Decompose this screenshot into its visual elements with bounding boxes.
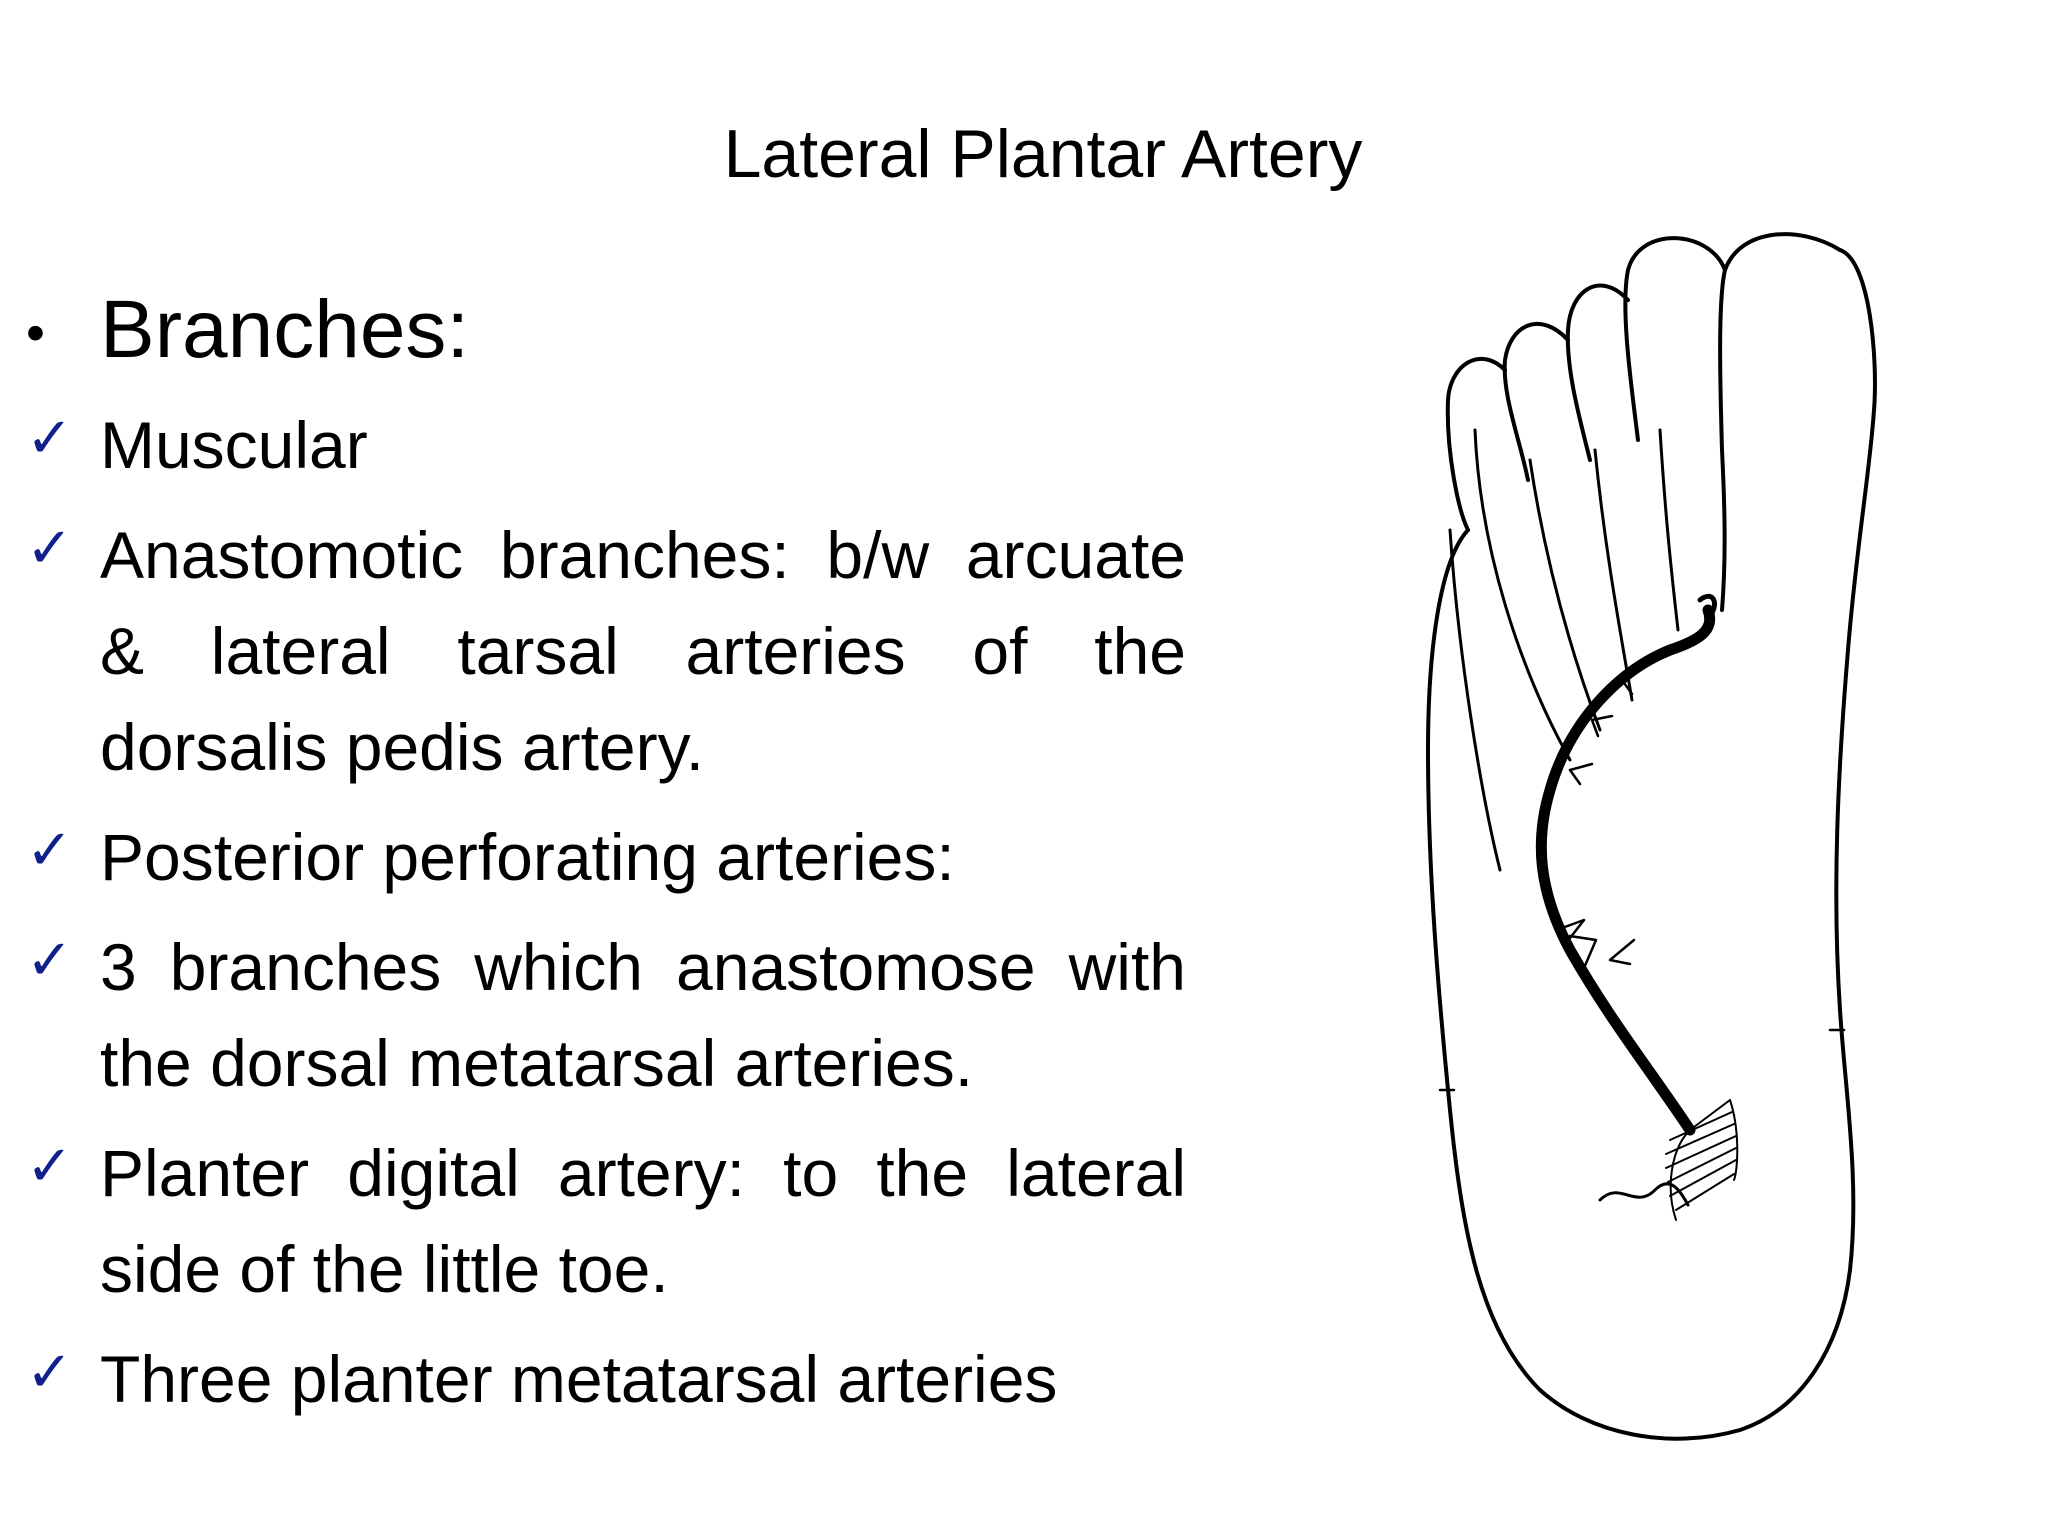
artery-loop bbox=[1697, 593, 1717, 619]
list-item-metatarsal-arteries: ✓ Three planter metatarsal arteries bbox=[26, 1331, 1186, 1427]
checkmark-icon: ✓ bbox=[26, 1134, 73, 1199]
second-toe-outline bbox=[1623, 236, 1727, 442]
list-item-text: Posterior perforating arteries: bbox=[100, 820, 955, 894]
artery-branch bbox=[1620, 666, 1642, 696]
digital-artery-line bbox=[1473, 428, 1572, 762]
list-item-posterior-perforating: ✓ Posterior perforating arteries: bbox=[26, 809, 1186, 905]
heel-muscle-hatching bbox=[1665, 1099, 1739, 1221]
checkmark-icon: ✓ bbox=[26, 928, 73, 993]
checkmark-icon: ✓ bbox=[26, 818, 73, 883]
checkmark-icon: ✓ bbox=[26, 406, 73, 471]
big-toe-outline bbox=[1718, 232, 1842, 612]
lateral-plantar-artery bbox=[1535, 604, 1716, 1136]
slide-title: Lateral Plantar Artery bbox=[723, 116, 1363, 192]
artery-branch bbox=[1608, 938, 1636, 966]
list-item-text: Planter digital artery: to the lateral s… bbox=[100, 1136, 1186, 1306]
foot-outline bbox=[1426, 248, 1877, 1441]
list-item-text: 3 branches which anastomose with the dor… bbox=[100, 930, 1186, 1100]
third-toe-outline bbox=[1565, 283, 1630, 462]
little-toe-outline bbox=[1445, 356, 1507, 532]
heel-nerve-line bbox=[1598, 1182, 1690, 1207]
artery-branch bbox=[1560, 918, 1586, 940]
list-item-text: Muscular bbox=[100, 408, 368, 482]
list-item-text: Anastomotic branches: b/w arcuate & late… bbox=[100, 518, 1186, 784]
digital-artery-line bbox=[1448, 528, 1502, 872]
heading-text: Branches: bbox=[100, 284, 470, 375]
digital-artery-line bbox=[1658, 428, 1680, 632]
list-item-anastomotic: ✓ Anastomotic branches: b/w arcuate & la… bbox=[26, 507, 1186, 795]
artery-branch bbox=[1590, 714, 1614, 738]
checkmark-icon: ✓ bbox=[26, 516, 73, 581]
checkmark-icon: ✓ bbox=[26, 1340, 73, 1405]
digital-artery-line bbox=[1528, 458, 1602, 732]
artery-branch bbox=[1568, 762, 1594, 786]
artery-branch bbox=[1568, 934, 1598, 970]
digital-artery-line bbox=[1593, 448, 1634, 702]
foot-artery-illustration bbox=[1370, 230, 1910, 1490]
branches-list: • Branches: ✓ Muscular ✓ Anastomotic bra… bbox=[26, 280, 1186, 1441]
bullet-icon: • bbox=[26, 303, 45, 363]
list-item-muscular: ✓ Muscular bbox=[26, 397, 1186, 493]
list-item-text: Three planter metatarsal arteries bbox=[100, 1342, 1058, 1416]
branches-heading: • Branches: bbox=[26, 280, 1186, 389]
fourth-toe-outline bbox=[1502, 321, 1570, 482]
list-item-three-branches: ✓ 3 branches which anastomose with the d… bbox=[26, 919, 1186, 1111]
list-item-digital-artery: ✓ Planter digital artery: to the lateral… bbox=[26, 1125, 1186, 1317]
